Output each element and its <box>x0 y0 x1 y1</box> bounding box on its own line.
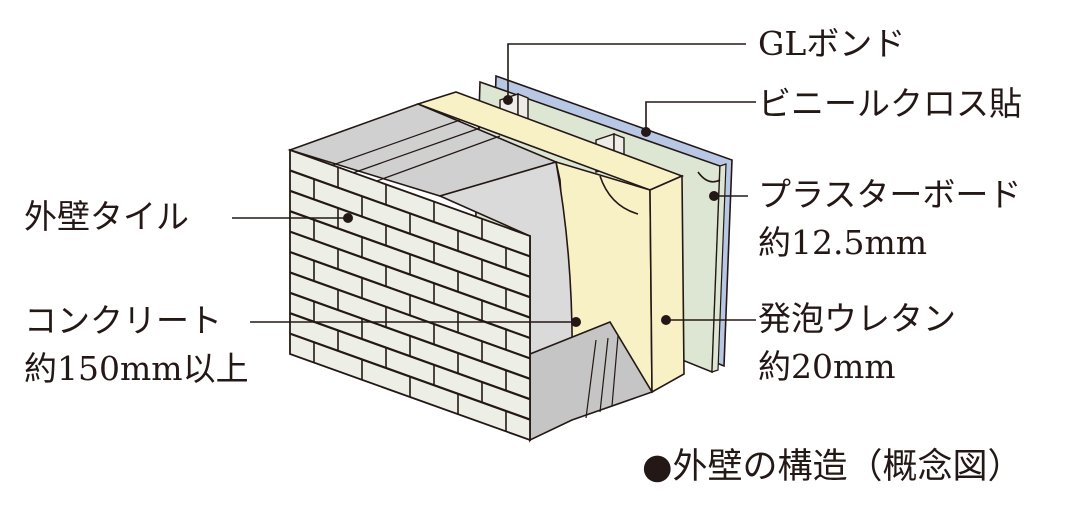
label-concrete: コンクリート <box>24 302 222 340</box>
label-concrete-thickness: 約150mm以上 <box>24 350 249 388</box>
label-plasterboard: プラスターボード <box>758 176 1021 214</box>
label-urethane-thickness: 約20mm <box>758 348 896 386</box>
label-urethane-foam: 発泡ウレタン <box>758 300 956 338</box>
label-gl-bond: GLボンド <box>758 25 905 63</box>
diagram-caption: ●外壁の構造（概念図） <box>642 447 1023 487</box>
label-exterior-tile: 外壁タイル <box>24 198 189 236</box>
label-plasterboard-thickness: 約12.5mm <box>758 224 927 262</box>
label-vinyl-cloth: ビニールクロス貼 <box>758 85 1022 123</box>
